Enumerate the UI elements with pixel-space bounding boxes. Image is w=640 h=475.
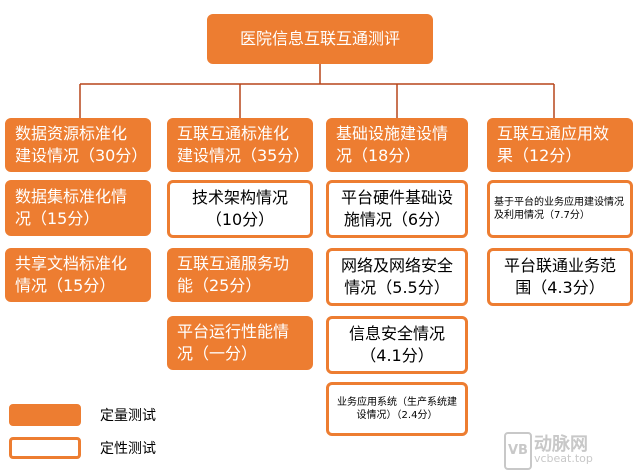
item-label: 技术架构情况（10分） <box>191 188 288 229</box>
item-interoperability-service: 互联互通服务功能（25分） <box>167 248 313 302</box>
category-label: 互联互通应用效果（12分） <box>497 124 610 165</box>
category-label: 数据资源标准化建设情况（30分） <box>15 124 148 165</box>
category-label: 基础设施建设情况（18分） <box>336 124 449 165</box>
item-label: 信息安全情况（4.1分） <box>348 324 445 365</box>
item-label: 平台联通业务范围（4.3分） <box>503 256 616 297</box>
item-platform-business-application: 基于平台的业务应用建设情况及利用情况（7.7分） <box>487 180 633 238</box>
root-node: 医院信息互联互通测评 <box>207 14 433 64</box>
item-label: 网络及网络安全情况（5.5分） <box>340 256 453 297</box>
item-platform-business-scope: 平台联通业务范围（4.3分） <box>487 248 633 306</box>
item-shared-document-standardization: 共享文档标准化情况（15分） <box>5 248 151 302</box>
category-label: 互联互通标准化建设情况（35分） <box>177 124 310 165</box>
item-label: 基于平台的业务应用建设情况及利用情况（7.7分） <box>494 196 624 222</box>
category-infrastructure: 基础设施建设情况（18分） <box>326 118 468 172</box>
root-label: 医院信息互联互通测评 <box>239 29 400 49</box>
item-label: 数据集标准化情况（15分） <box>15 187 128 228</box>
item-label: 平台硬件基础设施情况（6分） <box>340 188 453 229</box>
legend-swatch-qualitative <box>9 437 81 459</box>
legend-swatch-quantitative <box>9 404 81 426</box>
item-label: 业务应用系统（生产系统建设情况）（2.4分） <box>337 396 457 422</box>
watermark-text: 动脉网 <box>534 434 588 455</box>
vb-logo-icon: VB <box>504 432 532 470</box>
category-application-effect: 互联互通应用效果（12分） <box>487 118 633 172</box>
item-dataset-standardization: 数据集标准化情况（15分） <box>5 180 151 236</box>
item-label: 共享文档标准化情况（15分） <box>15 254 128 295</box>
item-platform-performance: 平台运行性能情况（一分） <box>167 316 313 370</box>
item-network-security: 网络及网络安全情况（5.5分） <box>326 248 468 306</box>
category-data-resources: 数据资源标准化建设情况（30分） <box>5 118 151 172</box>
item-information-security: 信息安全情况（4.1分） <box>326 316 468 374</box>
legend-label-quantitative: 定量测试 <box>100 408 156 424</box>
item-label: 互联互通服务功能（25分） <box>177 254 290 295</box>
item-business-systems: 业务应用系统（生产系统建设情况）（2.4分） <box>326 382 468 436</box>
item-platform-hardware: 平台硬件基础设施情况（6分） <box>326 180 468 238</box>
watermark-url: vcbeat.top <box>534 452 593 465</box>
category-interoperability-standards: 互联互通标准化建设情况（35分） <box>167 118 313 172</box>
item-label: 平台运行性能情况（一分） <box>177 322 290 363</box>
legend-label-qualitative: 定性测试 <box>100 441 156 457</box>
item-technical-architecture: 技术架构情况（10分） <box>167 180 313 238</box>
